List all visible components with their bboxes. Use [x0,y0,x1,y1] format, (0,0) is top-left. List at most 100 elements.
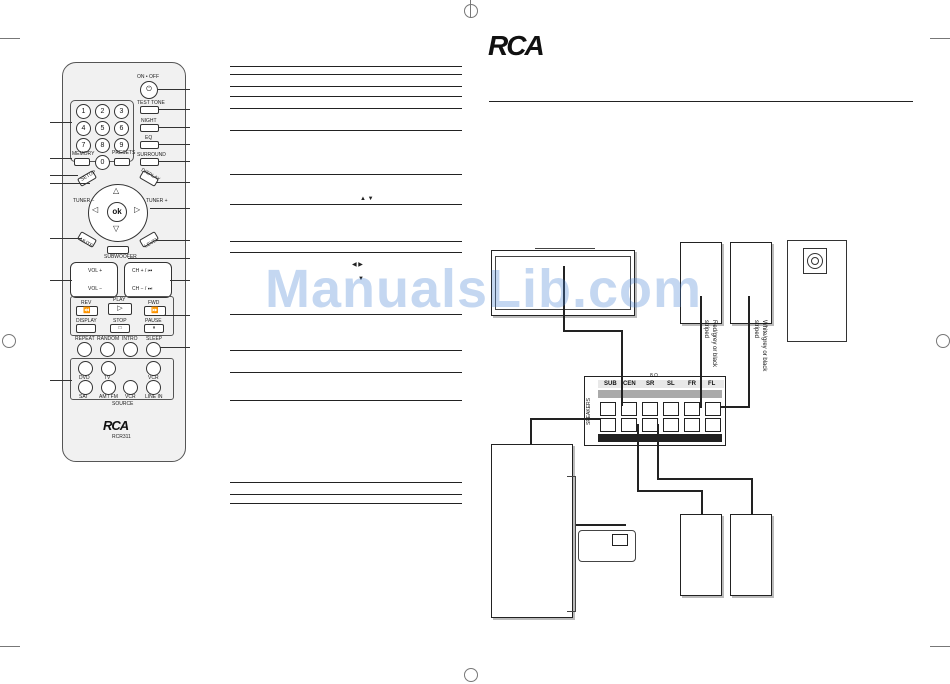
play-button[interactable]: ▷ [108,303,132,315]
subwoofer-terminal-box [578,530,636,562]
number-key-7[interactable]: 7 [76,138,91,153]
wire-sl-down [657,424,659,480]
stop-label: STOP [113,318,127,324]
test-tone-button[interactable] [140,106,159,114]
number-key-1[interactable]: 1 [76,104,91,119]
callout-line [158,144,190,145]
surround-left-speaker [730,514,772,596]
number-key-4[interactable]: 4 [76,121,91,136]
random-label: RANDOM [97,336,120,342]
random-button[interactable] [100,342,115,357]
right-arrow-icon[interactable]: ▷ [134,205,141,214]
vcr-label: VCR [125,394,136,400]
rule [230,96,462,97]
wire-fr-down [700,296,702,408]
registration-mark-left [2,334,16,348]
crop-mark [930,38,950,39]
header-rule [489,101,913,102]
callout-line [158,89,190,90]
volume-rocker[interactable] [70,262,118,298]
tv-screen-ridge [535,248,595,252]
stop-button[interactable]: □ [110,324,130,333]
night-button[interactable] [140,124,159,132]
vol-minus-label: VOL − [88,286,103,292]
ch-plus-label: CH + / ⏮ [132,268,153,274]
up-arrow-icon[interactable]: △ [113,186,120,195]
night-label: NIGHT [141,118,157,124]
tuner-plus-label: TUNER + [146,198,168,204]
ok-button[interactable]: ok [107,202,127,222]
pause-button[interactable]: ⏸ [144,324,164,333]
down-arrow-small-icon: ▼ [358,276,364,282]
tv-button[interactable] [101,361,116,376]
wire-fl-across [720,406,750,408]
memory-button[interactable] [74,158,90,166]
vol-plus-label: VOL + [88,268,103,274]
tuner-minus-label: TUNER − [73,198,95,204]
rule [230,241,462,242]
callout-line [158,161,190,162]
rule [230,400,462,401]
eq-label: EQ [145,135,153,141]
registration-mark-right [936,334,950,348]
wire-sub-left [530,418,600,420]
eq-button[interactable] [140,141,159,149]
fwd-button[interactable]: ⏩ [144,306,166,316]
left-arrow-icon[interactable]: ◁ [92,205,99,214]
fwd-label: FWD [148,300,160,306]
rule [230,174,462,175]
ch-minus-label: CH − / ⏭ [132,286,153,292]
number-key-8[interactable]: 8 [95,138,110,153]
vcr-top-button[interactable] [146,361,161,376]
crop-mark [0,38,20,39]
intro-button[interactable] [123,342,138,357]
surround-button[interactable] [140,158,159,166]
rule [230,204,462,205]
number-key-3[interactable]: 3 [114,104,129,119]
test-tone-label: TEST TONE [137,100,165,106]
terminal-posts [598,400,722,434]
rev-button[interactable]: ⏪ [76,306,98,316]
number-key-0[interactable]: 0 [95,155,110,170]
registration-mark-top [464,4,478,18]
play-label: PLAY [113,297,126,303]
number-key-9[interactable]: 9 [114,138,129,153]
sat-label: SAT [79,394,89,400]
callout-line [150,208,190,209]
rule [230,86,462,87]
am-fm-button[interactable] [101,380,116,395]
subwoofer-side [567,476,576,612]
number-key-5[interactable]: 5 [95,121,110,136]
terminal-fl: FL [708,381,716,387]
source-label: SOURCE [112,401,134,407]
presets-button[interactable] [114,158,130,166]
surround-label: SURROUND [137,152,166,158]
terminal-color-strip [598,390,722,398]
wire-sr-to-speaker [701,490,703,514]
terminal-jack-icon [807,253,823,269]
dvd-button[interactable] [78,361,93,376]
vcr-button[interactable] [123,380,138,395]
wire-cen-down [621,330,623,406]
ohm-label: 8 Ω [650,373,658,379]
display-button[interactable] [76,324,96,333]
power-button[interactable]: ⏻ [140,81,158,99]
callout-line [128,258,190,259]
wire-sub-to-box [532,524,626,526]
callout-line [50,175,78,176]
terminal-sub: SUB [604,381,617,387]
rule [230,494,462,495]
subwoofer-button[interactable] [107,246,129,254]
vcr-top-label: VCR [148,375,159,381]
callout-line [156,240,190,241]
repeat-button[interactable] [77,342,92,357]
sat-button[interactable] [78,380,93,395]
number-key-2[interactable]: 2 [95,104,110,119]
line-in-button[interactable] [146,380,161,395]
down-arrow-icon[interactable]: ▽ [113,224,120,233]
subwoofer-label: SUBWOOFER [104,254,137,260]
front-left-speaker [730,242,772,324]
sleep-button[interactable] [146,342,161,357]
number-key-6[interactable]: 6 [114,121,129,136]
tv-label: TV [104,375,111,381]
